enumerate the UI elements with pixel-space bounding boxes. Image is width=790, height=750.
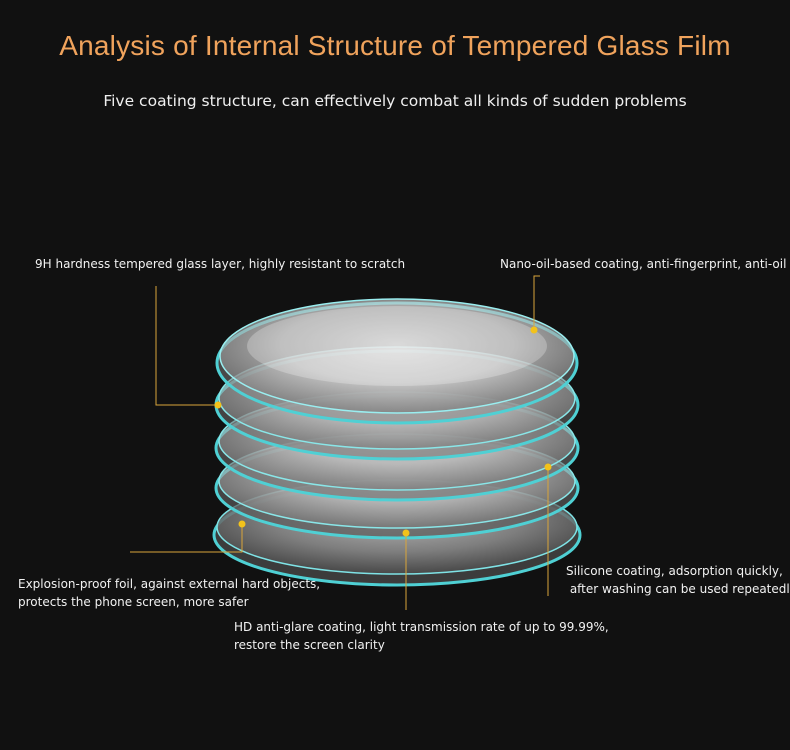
marker-dot-antiglare xyxy=(402,529,410,537)
label-glass-layer-text: 9H hardness tempered glass layer, highly… xyxy=(35,257,406,271)
label-explosion-line-1: Explosion-proof foil, against external h… xyxy=(18,577,321,591)
leader-glass-layer xyxy=(155,286,218,406)
disc-layer-1 xyxy=(215,298,579,425)
label-nano-coating-text: Nano-oil-based coating, anti-fingerprint… xyxy=(500,257,787,271)
marker-dots xyxy=(214,326,552,537)
leader-nano-coating xyxy=(533,275,540,330)
leader-explosion xyxy=(130,524,243,553)
marker-dot-nano xyxy=(530,326,538,334)
marker-dot-silicone xyxy=(544,463,552,471)
label-silicone-line-1: Silicone coating, adsorption quickly, xyxy=(566,564,783,578)
page-subtitle: Five coating structure, can effectively … xyxy=(103,92,687,110)
label-nano-coating: Nano-oil-based coating, anti-fingerprint… xyxy=(500,255,786,273)
marker-dot-explosion xyxy=(238,520,246,528)
label-antiglare-line-2: restore the screen clarity xyxy=(234,638,385,652)
label-antiglare-line-1: HD anti-glare coating, light transmissio… xyxy=(234,620,609,634)
label-glass-layer: 9H hardness tempered glass layer, highly… xyxy=(35,255,405,273)
label-silicone-coating: Silicone coating, adsorption quickly, af… xyxy=(566,562,790,598)
page-title: Analysis of Internal Structure of Temper… xyxy=(59,30,731,61)
label-explosion-line-2: protects the phone screen, more safer xyxy=(18,595,249,609)
label-silicone-line-2: after washing can be used repeatedly xyxy=(566,582,790,596)
label-antiglare-coating: HD anti-glare coating, light transmissio… xyxy=(234,618,609,654)
leader-lines xyxy=(130,275,549,610)
label-explosion-foil: Explosion-proof foil, against external h… xyxy=(18,575,320,611)
marker-dot-glass xyxy=(214,401,222,409)
